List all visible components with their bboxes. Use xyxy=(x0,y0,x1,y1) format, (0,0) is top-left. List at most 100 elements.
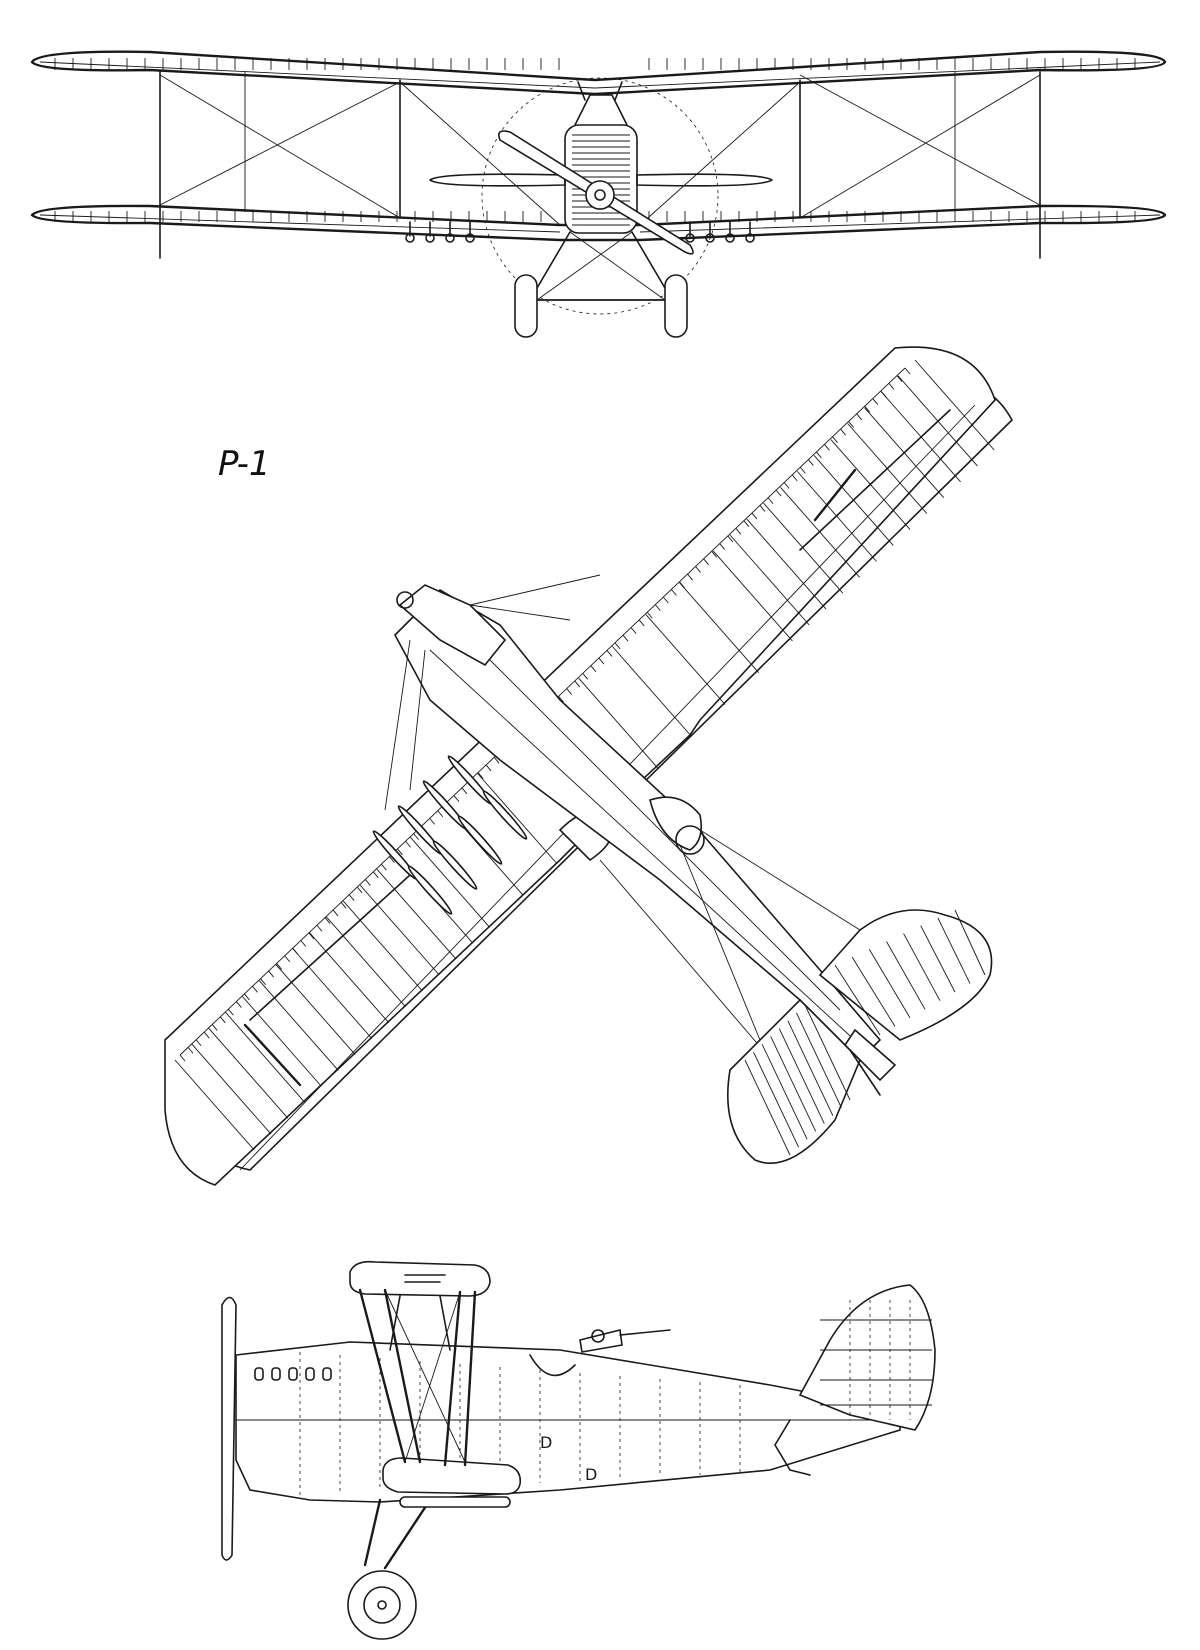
tail-rib xyxy=(851,956,896,1027)
tail-rib xyxy=(954,909,986,976)
rib-tick xyxy=(775,489,782,497)
tail-rib xyxy=(834,964,881,1036)
rib-tick xyxy=(904,367,911,375)
top-engine-cowling xyxy=(398,584,507,667)
rib-tick xyxy=(493,757,500,764)
tail-rib xyxy=(937,917,971,984)
tail-rib xyxy=(770,1036,817,1132)
front-fuselage xyxy=(429,81,773,301)
tail-rib xyxy=(787,1020,834,1116)
tail-rib xyxy=(903,933,941,1001)
rib-tick xyxy=(574,680,581,688)
tail-rib xyxy=(868,949,911,1019)
rib-tick xyxy=(348,894,355,901)
side-rear-machine-gun xyxy=(579,1329,671,1353)
bomb xyxy=(405,233,415,243)
rib-tick xyxy=(195,1039,202,1047)
front-upper-wing xyxy=(30,50,1167,96)
rib-tick xyxy=(719,543,726,550)
rib-tick xyxy=(598,657,605,665)
aircraft-designation-title: P-1 xyxy=(218,444,271,484)
rib-tick xyxy=(437,810,444,818)
rib-tick xyxy=(413,833,419,840)
rib-tick xyxy=(485,764,492,772)
rib-tick xyxy=(260,978,266,985)
rib-tick xyxy=(461,787,468,795)
wing-rib xyxy=(410,836,490,928)
side-view: D D xyxy=(221,1260,936,1640)
rib-tick xyxy=(364,879,371,886)
tail-rib xyxy=(804,1004,851,1101)
exhaust-port xyxy=(271,1367,281,1381)
top-fuselage xyxy=(394,588,882,1062)
rib-tick xyxy=(300,940,307,947)
bomb xyxy=(432,840,478,890)
rib-tick xyxy=(292,947,299,955)
side-fuselage xyxy=(235,1341,901,1503)
side-tailskid xyxy=(774,1419,811,1476)
wing-rib xyxy=(679,582,760,674)
svg-text:D: D xyxy=(540,1433,552,1452)
top-rigging-wires xyxy=(384,574,861,1071)
rib-tick xyxy=(244,993,250,1001)
side-undercarriage xyxy=(363,1498,432,1570)
rib-tick xyxy=(872,398,879,405)
wing-rib xyxy=(376,868,457,960)
bomb xyxy=(705,233,715,243)
top-view xyxy=(164,346,1013,1186)
bomb xyxy=(685,233,695,243)
rib-tick xyxy=(308,932,315,940)
top-bomb-load xyxy=(372,755,528,915)
wing-rib xyxy=(326,916,406,1008)
side-lower-wing xyxy=(382,1457,522,1495)
rib-tick xyxy=(703,558,709,566)
front-lower-wing xyxy=(30,204,1167,242)
front-wheel-left xyxy=(514,274,538,338)
side-exhaust-ports xyxy=(254,1367,332,1381)
top-tailplane-lower xyxy=(727,998,861,1164)
rib-tick xyxy=(856,413,863,421)
wing-rib xyxy=(763,502,844,594)
propeller-hub xyxy=(585,180,615,210)
rib-tick xyxy=(695,566,701,573)
front-bomb-racks xyxy=(405,221,755,243)
rib-tick xyxy=(807,459,814,466)
rib-tick xyxy=(219,1016,226,1024)
tail-rib xyxy=(886,941,926,1010)
rib-tick xyxy=(276,963,283,970)
rib-tick xyxy=(896,375,903,382)
rib-tick xyxy=(888,382,895,390)
rib-tick xyxy=(711,550,718,558)
rib-tick xyxy=(671,589,677,596)
exhaust-port xyxy=(254,1367,264,1381)
rib-tick xyxy=(606,650,613,657)
rib-tick xyxy=(340,902,347,909)
wing-rib xyxy=(275,964,356,1055)
bomb xyxy=(407,865,453,915)
rib-tick xyxy=(381,863,387,871)
rib-tick xyxy=(751,512,758,520)
rib-tick xyxy=(179,1054,186,1062)
exhaust-port xyxy=(322,1367,332,1381)
rib-tick xyxy=(405,840,411,848)
bomb xyxy=(425,233,435,243)
exhaust-port xyxy=(288,1367,298,1381)
rib-tick xyxy=(252,986,258,993)
tail-rib xyxy=(753,1051,799,1148)
side-bomb-rack xyxy=(399,1496,511,1508)
bomb xyxy=(482,790,528,840)
rib-tick xyxy=(662,596,669,604)
wing-rib xyxy=(309,932,390,1024)
front-interplane-struts xyxy=(159,71,1041,259)
rib-tick xyxy=(558,695,564,703)
rib-tick xyxy=(316,924,323,932)
wing-rib xyxy=(241,996,322,1087)
rib-tick xyxy=(268,970,274,978)
wing-rib xyxy=(258,980,339,1071)
side-tail-fin xyxy=(798,1284,936,1431)
rib-tick xyxy=(477,772,484,779)
rib-tick xyxy=(824,444,830,451)
rib-tick xyxy=(397,848,403,856)
wing-rib xyxy=(191,1043,272,1135)
